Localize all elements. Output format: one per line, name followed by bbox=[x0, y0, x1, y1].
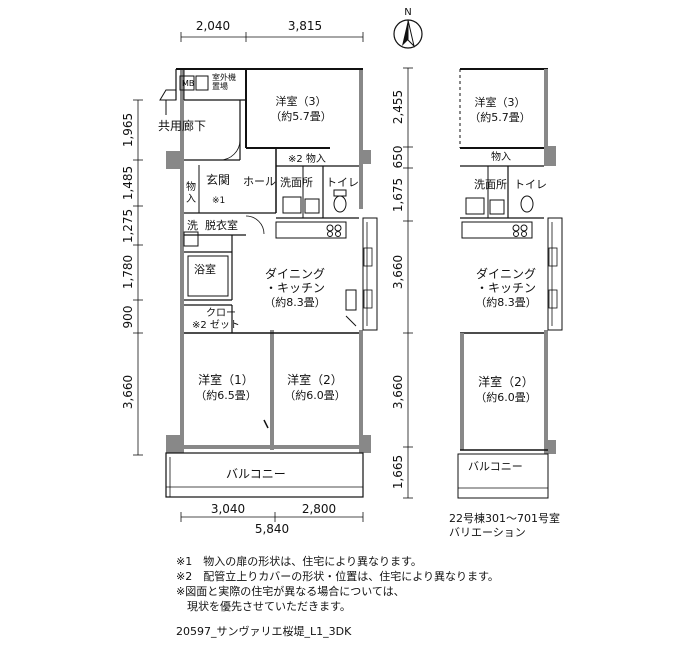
label-bath: 浴室 bbox=[194, 262, 216, 276]
note-3: ※図面と実際の住宅が異なる場合については、 bbox=[176, 585, 405, 598]
label-outdoor-unit-1: 室外機 bbox=[212, 72, 236, 82]
label-dining-2: ・キッチン bbox=[265, 281, 325, 295]
dim-left-6: 3,660 bbox=[121, 375, 135, 409]
plan-b-walls bbox=[457, 68, 563, 499]
dim-top-2: 3,815 bbox=[288, 19, 322, 33]
label-closet-2: ※2 ゼット bbox=[192, 319, 240, 331]
dim-left-3: 1,275 bbox=[121, 209, 135, 243]
planb-dim-left-1: 2,455 bbox=[391, 90, 405, 124]
compass-north-label: N bbox=[404, 7, 411, 18]
planb-dim-left-2: 650 bbox=[391, 146, 405, 169]
dim-left-4: 1,780 bbox=[121, 255, 135, 289]
label-toilet: トイレ bbox=[326, 176, 359, 189]
label-balcony: バルコニー bbox=[226, 467, 286, 481]
dim-top-1: 2,040 bbox=[196, 19, 230, 33]
dim-bottom-2: 2,800 bbox=[302, 502, 336, 516]
planb-label-western2-size: （約6.0畳） bbox=[475, 390, 537, 404]
compass: N bbox=[393, 7, 423, 49]
footer-code: 20597_サンヴァリエ桜堤_L1_3DK bbox=[176, 625, 352, 638]
note-2: ※2 配管立上りカバーの形状・位置は、住宅により異なります。 bbox=[176, 570, 499, 583]
planb-label-storage: 物入 bbox=[491, 150, 511, 163]
planb-label-western2-name: 洋室（2） bbox=[478, 374, 534, 389]
label-hall: ホール bbox=[243, 175, 276, 188]
label-mb: MB bbox=[182, 79, 194, 88]
dim-bottom-1: 3,040 bbox=[211, 502, 245, 516]
label-note1: ※1 bbox=[212, 196, 225, 206]
plan-a-dimensions bbox=[133, 32, 364, 522]
variation-caption-2: バリエーション bbox=[449, 526, 526, 539]
plan-a-rooms: MB 室外機 置場 共用廊下 洋室（3） （約5.7畳） ※2 物入 玄関 ホー… bbox=[158, 72, 359, 481]
label-dressing: 脱衣室 bbox=[205, 218, 238, 232]
label-washroom: 洗面所 bbox=[280, 176, 313, 189]
label-entrance-storage-2: 入 bbox=[186, 194, 196, 205]
planb-dim-left-5: 3,660 bbox=[391, 375, 405, 409]
label-western2-size: （約6.0畳） bbox=[284, 388, 346, 402]
label-entrance: 玄関 bbox=[206, 172, 230, 187]
plan-b-dimensions bbox=[403, 67, 413, 499]
label-western3-name: 洋室（3） bbox=[276, 94, 327, 108]
plan-a-walls bbox=[159, 68, 378, 498]
label-closet-1: クロー bbox=[206, 307, 236, 319]
planb-dim-left-3: 1,675 bbox=[391, 178, 405, 212]
planb-dim-left-6: 1,665 bbox=[391, 455, 405, 489]
label-entrance-storage-1: 物 bbox=[186, 180, 196, 193]
label-western1-size: （約6.5畳） bbox=[195, 388, 257, 402]
label-western1-name: 洋室（1） bbox=[198, 372, 254, 387]
planb-label-balcony: バルコニー bbox=[468, 460, 523, 473]
planb-label-dining-1: ダイニング bbox=[476, 266, 536, 281]
plan-b-rooms: 洋室（3） （約5.7畳） 物入 洗面所 トイレ ダイニング ・キッチン （約8… bbox=[468, 95, 547, 473]
dim-bottom-total: 5,840 bbox=[255, 522, 289, 536]
label-corridor: 共用廊下 bbox=[158, 118, 206, 133]
note-1: ※1 物入の扉の形状は、住宅により異なります。 bbox=[176, 555, 422, 568]
note-4: 現状を優先させていただきます。 bbox=[176, 600, 351, 613]
dim-left-2: 1,485 bbox=[121, 166, 135, 200]
label-western3-size: （約5.7畳） bbox=[270, 109, 332, 123]
planb-label-dining-2: ・キッチン bbox=[476, 281, 536, 295]
label-outdoor-unit-2: 置場 bbox=[212, 81, 228, 91]
planb-label-western3-size: （約5.7畳） bbox=[469, 110, 531, 124]
dim-left-1: 1,965 bbox=[121, 113, 135, 147]
label-dining-1: ダイニング bbox=[265, 266, 325, 281]
label-storage-note: ※2 物入 bbox=[288, 152, 326, 165]
label-western2-name: 洋室（2） bbox=[287, 372, 343, 387]
planb-label-dining-size: （約8.3畳） bbox=[475, 295, 537, 309]
planb-label-toilet: トイレ bbox=[514, 178, 547, 191]
variation-caption-1: 22号棟301～701号室 bbox=[449, 512, 560, 525]
planb-label-western3-name: 洋室（3） bbox=[475, 95, 526, 109]
dim-left-5: 900 bbox=[121, 306, 135, 329]
planb-dim-left-4: 3,660 bbox=[391, 255, 405, 289]
label-dining-size: （約8.3畳） bbox=[264, 295, 326, 309]
label-wash-mark: 洗 bbox=[187, 219, 198, 232]
planb-label-washroom: 洗面所 bbox=[474, 178, 507, 191]
